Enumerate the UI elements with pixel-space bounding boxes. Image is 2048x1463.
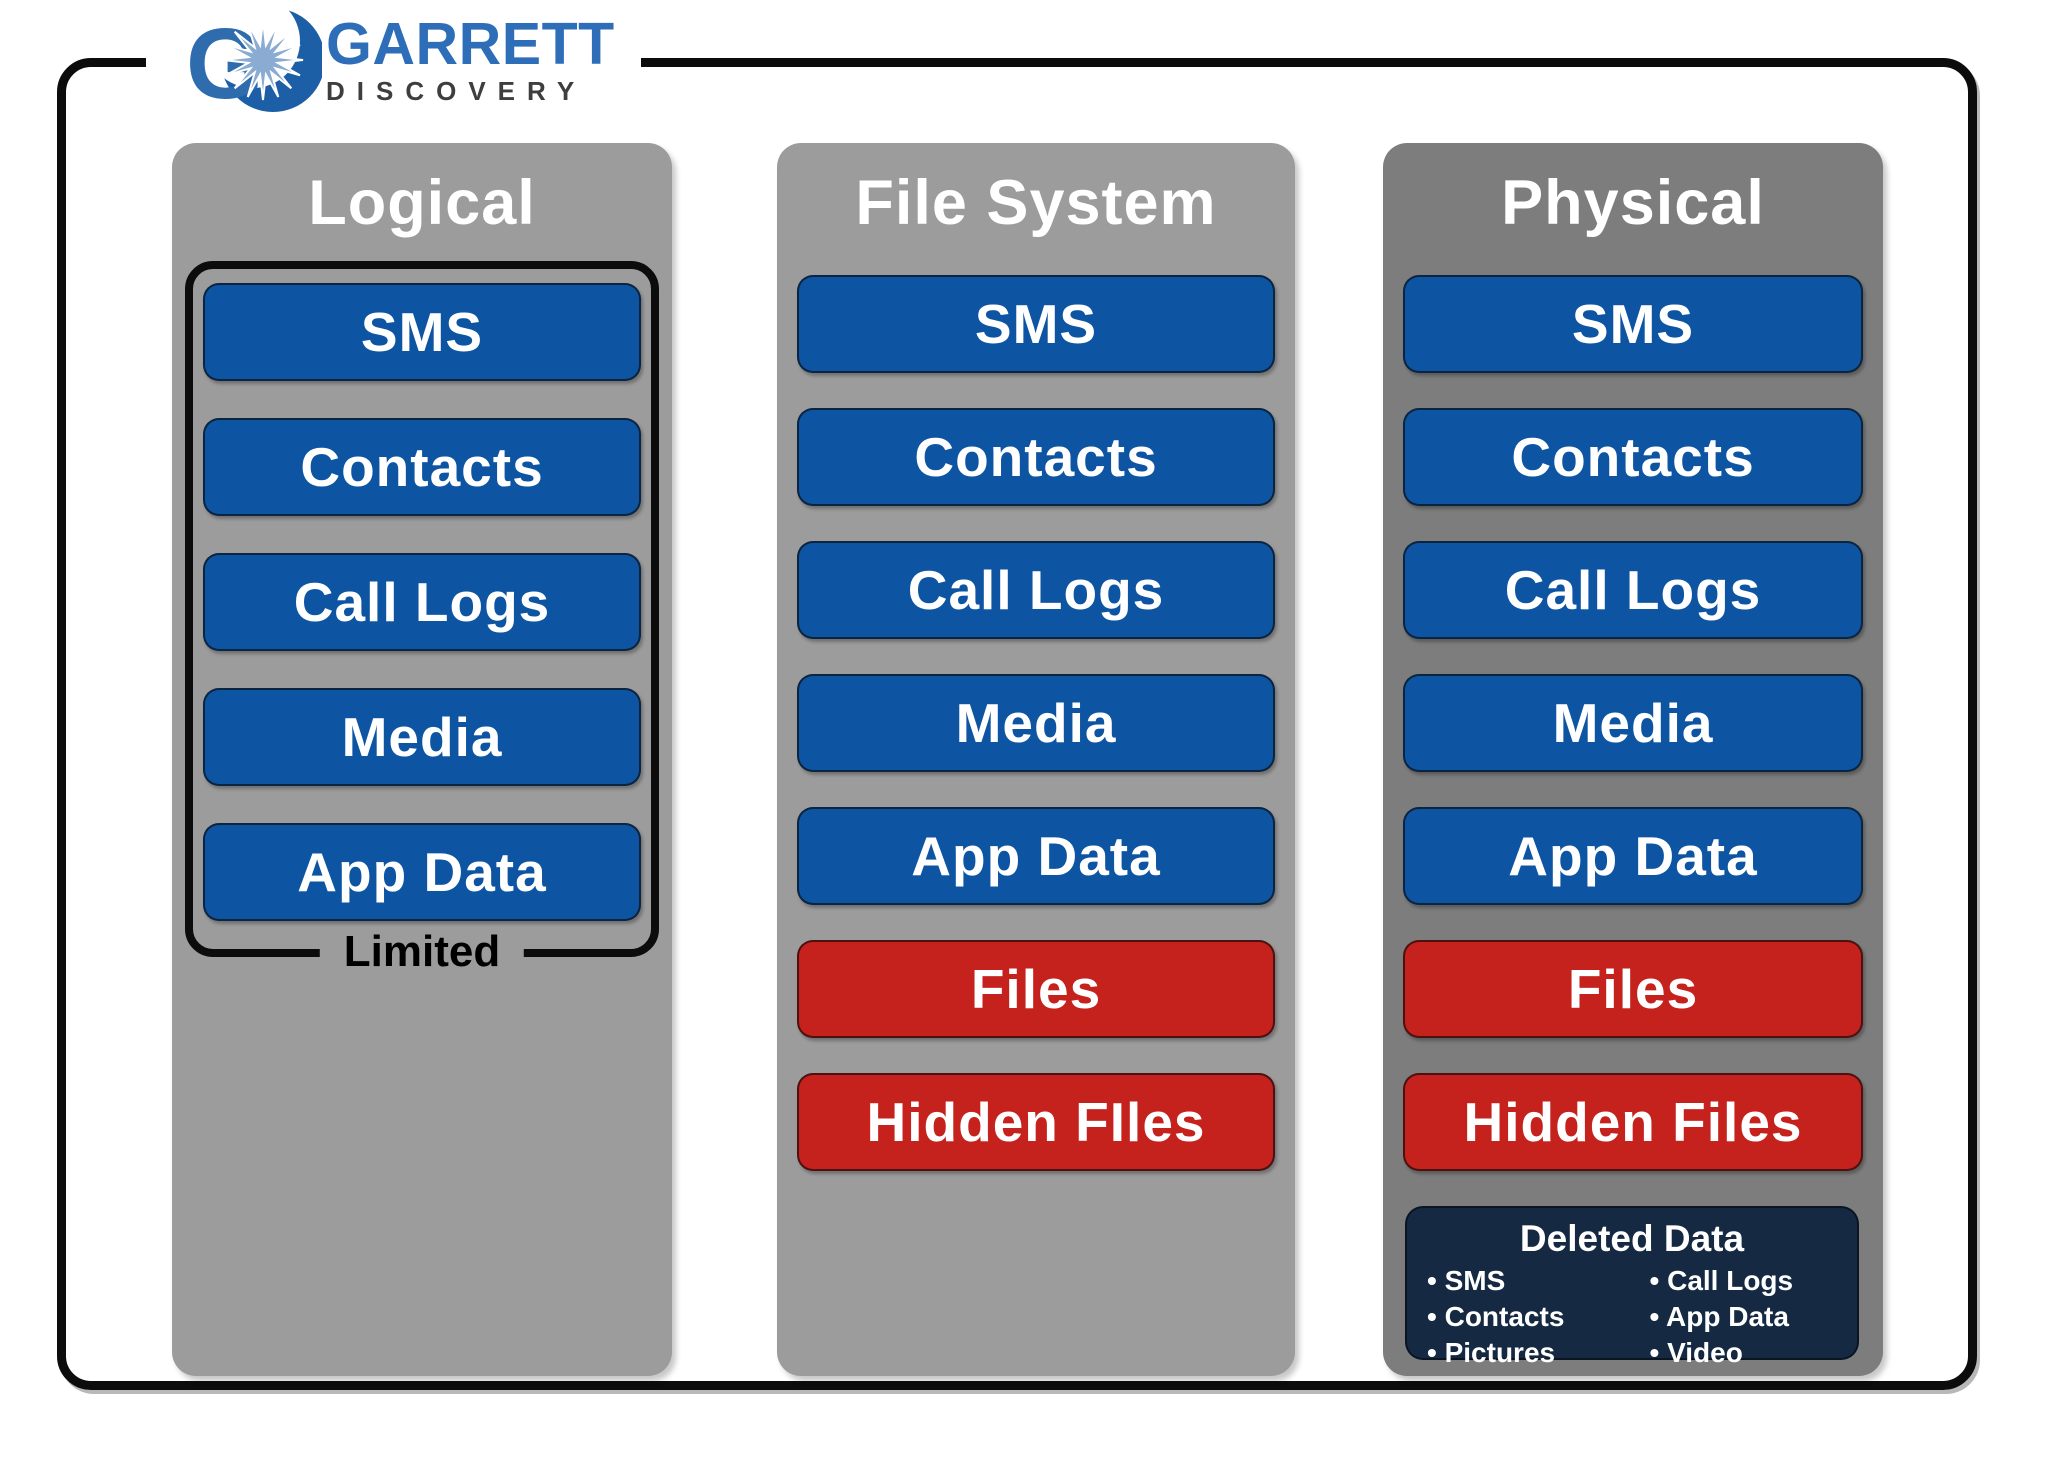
deleted-item-call-logs: Call Logs [1650, 1263, 1858, 1299]
logo-subname: DISCOVERY [326, 75, 587, 106]
outer-frame [57, 58, 1977, 1390]
deleted-item-app-data: App Data [1650, 1299, 1858, 1335]
deleted-item-pictures: Pictures [1427, 1335, 1646, 1371]
garrett-discovery-logo: G GARRETT DISCOVERY [146, 0, 641, 118]
physical-files-box: Files [1403, 940, 1863, 1038]
filesystem-files-box: Files [797, 940, 1275, 1038]
logical-media-box: Media [203, 688, 641, 786]
deleted-data-lists: SMS Contacts Pictures Call Logs App Data… [1407, 1263, 1857, 1370]
physical-media-box: Media [1403, 674, 1863, 772]
deleted-data-left-list: SMS Contacts Pictures [1407, 1263, 1646, 1370]
logo-name: GARRETT [326, 10, 615, 77]
physical-contacts-box: Contacts [1403, 408, 1863, 506]
logo-g-starburst-icon: G [190, 2, 322, 116]
column-physical: Physical SMS Contacts Call Logs Media Ap… [1383, 143, 1883, 1376]
filesystem-media-box: Media [797, 674, 1275, 772]
logo-wordmark: GARRETT DISCOVERY [326, 10, 615, 106]
physical-call-logs-box: Call Logs [1403, 541, 1863, 639]
physical-app-data-box: App Data [1403, 807, 1863, 905]
deleted-item-sms: SMS [1427, 1263, 1646, 1299]
filesystem-call-logs-box: Call Logs [797, 541, 1275, 639]
limited-group-box: SMS Contacts Call Logs Media App Data Li… [185, 261, 659, 976]
column-physical-body: SMS Contacts Call Logs Media App Data Fi… [1383, 275, 1883, 1368]
logical-app-data-box: App Data [203, 823, 641, 921]
limited-label: Limited [319, 927, 525, 976]
filesystem-sms-box: SMS [797, 275, 1275, 373]
logical-contacts-box: Contacts [203, 418, 641, 516]
deleted-data-right-list: Call Logs App Data Video [1646, 1263, 1858, 1370]
logical-sms-box: SMS [203, 283, 641, 381]
deleted-item-video: Video [1650, 1335, 1858, 1371]
column-file-system-title: File System [855, 168, 1217, 238]
column-file-system-body: SMS Contacts Call Logs Media App Data Fi… [777, 275, 1295, 1171]
deleted-data-title: Deleted Data [1519, 1218, 1745, 1259]
filesystem-contacts-box: Contacts [797, 408, 1275, 506]
deleted-item-contacts: Contacts [1427, 1299, 1646, 1335]
column-file-system: File System SMS Contacts Call Logs Media… [777, 143, 1295, 1376]
physical-sms-box: SMS [1403, 275, 1863, 373]
filesystem-hidden-files-box: Hidden FIles [797, 1073, 1275, 1171]
column-logical-title: Logical [308, 168, 536, 238]
physical-hidden-files-box: Hidden Files [1403, 1073, 1863, 1171]
logical-call-logs-box: Call Logs [203, 553, 641, 651]
deleted-data-box: Deleted Data SMS Contacts Pictures Call … [1405, 1206, 1859, 1368]
column-physical-title: Physical [1501, 168, 1765, 238]
filesystem-app-data-box: App Data [797, 807, 1275, 905]
column-logical: Logical SMS Contacts Call Logs Media App… [172, 143, 672, 1376]
